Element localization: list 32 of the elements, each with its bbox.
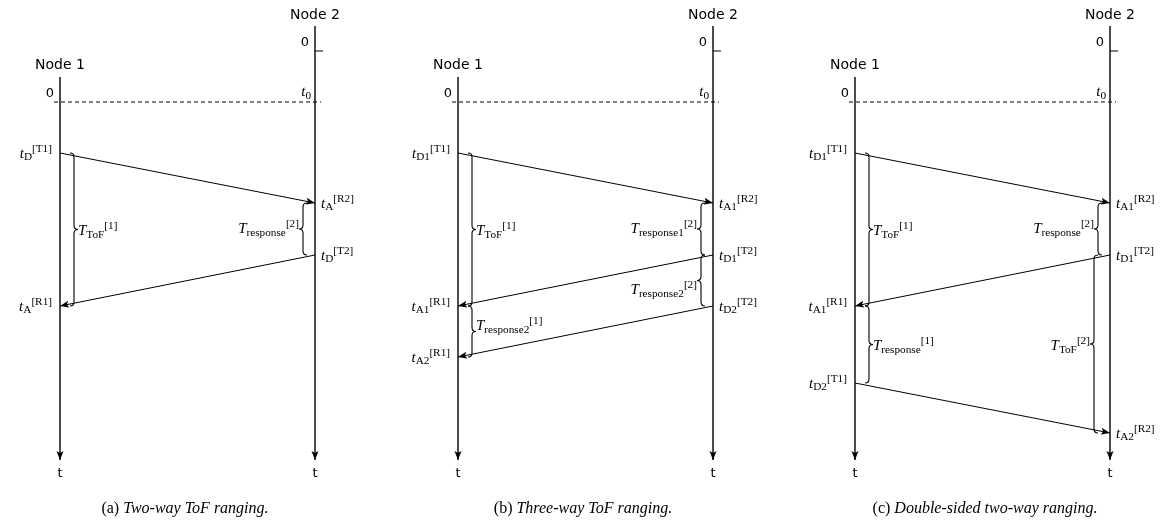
tick-label: 0 bbox=[45, 85, 54, 99]
time-label: t$_{0}$ bbox=[301, 83, 311, 99]
tick-label: 0 bbox=[698, 34, 707, 48]
subfigure-caption: (c) Double-sided two-way ranging. bbox=[872, 500, 1098, 516]
lifeline-heading: Node 1 bbox=[35, 57, 85, 71]
lifeline-heading: Node 2 bbox=[688, 7, 738, 21]
time-label: t$_{0}$ bbox=[1096, 83, 1106, 99]
axis-label: t bbox=[455, 465, 461, 479]
subfigure-caption: (b) Three-way ToF ranging. bbox=[493, 500, 673, 516]
message-arrow bbox=[854, 254, 1111, 308]
message-arrow bbox=[854, 152, 1111, 205]
axis-label: t bbox=[312, 465, 318, 479]
lifeline-heading: Node 2 bbox=[1085, 7, 1135, 21]
message-arrow bbox=[457, 152, 714, 205]
tick-label: 0 bbox=[840, 85, 849, 99]
lifeline-heading: Node 1 bbox=[830, 57, 880, 71]
subfigure-caption: (a) Two-way ToF ranging. bbox=[101, 500, 269, 516]
message-arrow bbox=[59, 152, 316, 205]
message-arrow bbox=[854, 382, 1111, 435]
tick-label: 0 bbox=[443, 85, 452, 99]
axis-label: t bbox=[852, 465, 858, 479]
message-arrow bbox=[457, 305, 714, 359]
lifeline-heading: Node 1 bbox=[433, 57, 483, 71]
message-arrow bbox=[59, 254, 316, 308]
axis-label: t bbox=[1107, 465, 1113, 479]
tick-label: 0 bbox=[300, 34, 309, 48]
message-arrow bbox=[457, 254, 714, 308]
tick-label: 0 bbox=[1095, 34, 1104, 48]
time-label: t$_{0}$ bbox=[699, 83, 709, 99]
axis-label: t bbox=[57, 465, 63, 479]
axis-label: t bbox=[710, 465, 716, 479]
lifeline-heading: Node 2 bbox=[290, 7, 340, 21]
